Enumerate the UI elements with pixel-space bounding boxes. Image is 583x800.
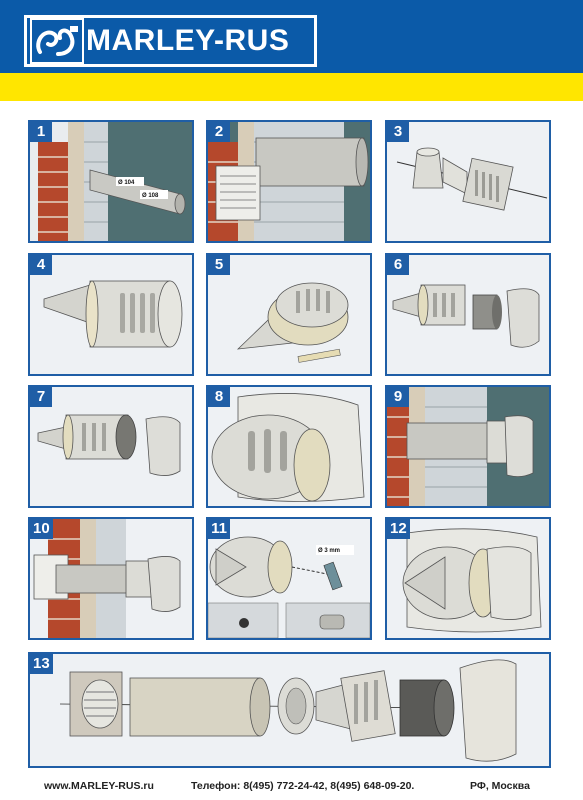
step-number: 10 (30, 519, 53, 539)
step-2-illustration (208, 122, 370, 241)
step-7-panel: 7 (28, 385, 194, 508)
step-number: 12 (387, 519, 410, 539)
step-number: 11 (208, 519, 230, 539)
step-number: 9 (387, 387, 409, 407)
step-6-illustration (387, 255, 549, 374)
step-13-panel: 13 (28, 652, 551, 768)
logo-mark-icon (30, 18, 84, 64)
step-number: 13 (30, 654, 53, 674)
step-number: 3 (387, 122, 409, 142)
step-12-illustration (387, 519, 549, 638)
header-bar: MARLEY-RUS (0, 0, 583, 73)
step-number: 5 (208, 255, 230, 275)
brand-name: MARLEY-RUS (86, 24, 290, 57)
step-2-panel: 2 (206, 120, 372, 243)
step-12-panel: 12 (385, 517, 551, 640)
step-9-panel: 9 (385, 385, 551, 508)
step-8-panel: 8 (206, 385, 372, 508)
step-8-illustration (208, 387, 370, 506)
step-3-panel: 3 (385, 120, 551, 243)
step-11-illustration: Ø 3 mm (208, 519, 370, 638)
step-number: 1 (30, 122, 52, 142)
step-7-illustration (30, 387, 192, 506)
step-1-panel: 1 Ø 104 Ø 108 (28, 120, 194, 243)
step-4-illustration (30, 255, 192, 374)
step-number: 4 (30, 255, 52, 275)
diameter-104-label: Ø 104 (118, 180, 135, 186)
footer-location: РФ, Москва (470, 780, 530, 792)
step-number: 6 (387, 255, 409, 275)
step-5-panel: 5 (206, 253, 372, 376)
diameter-108-label: Ø 108 (142, 193, 159, 199)
step-11-panel: 11 Ø 3 mm (206, 517, 372, 640)
diameter-3mm-label: Ø 3 mm (318, 548, 340, 554)
brand-logo: MARLEY-RUS (24, 15, 317, 67)
step-number: 7 (30, 387, 52, 407)
step-number: 8 (208, 387, 230, 407)
step-5-illustration (208, 255, 370, 374)
step-10-panel: 10 (28, 517, 194, 640)
step-4-panel: 4 (28, 253, 194, 376)
step-6-panel: 6 (385, 253, 551, 376)
step-10-illustration (30, 519, 192, 638)
step-number: 2 (208, 122, 230, 142)
footer-phone: Телефон: 8(495) 772-24-42, 8(495) 648-09… (191, 780, 415, 792)
step-3-illustration (387, 122, 549, 241)
step-1-illustration: Ø 104 Ø 108 (30, 122, 192, 241)
footer-website[interactable]: www.MARLEY-RUS.ru (44, 780, 154, 792)
yellow-stripe (0, 73, 583, 101)
step-9-illustration (387, 387, 549, 506)
step-13-illustration (30, 654, 549, 766)
